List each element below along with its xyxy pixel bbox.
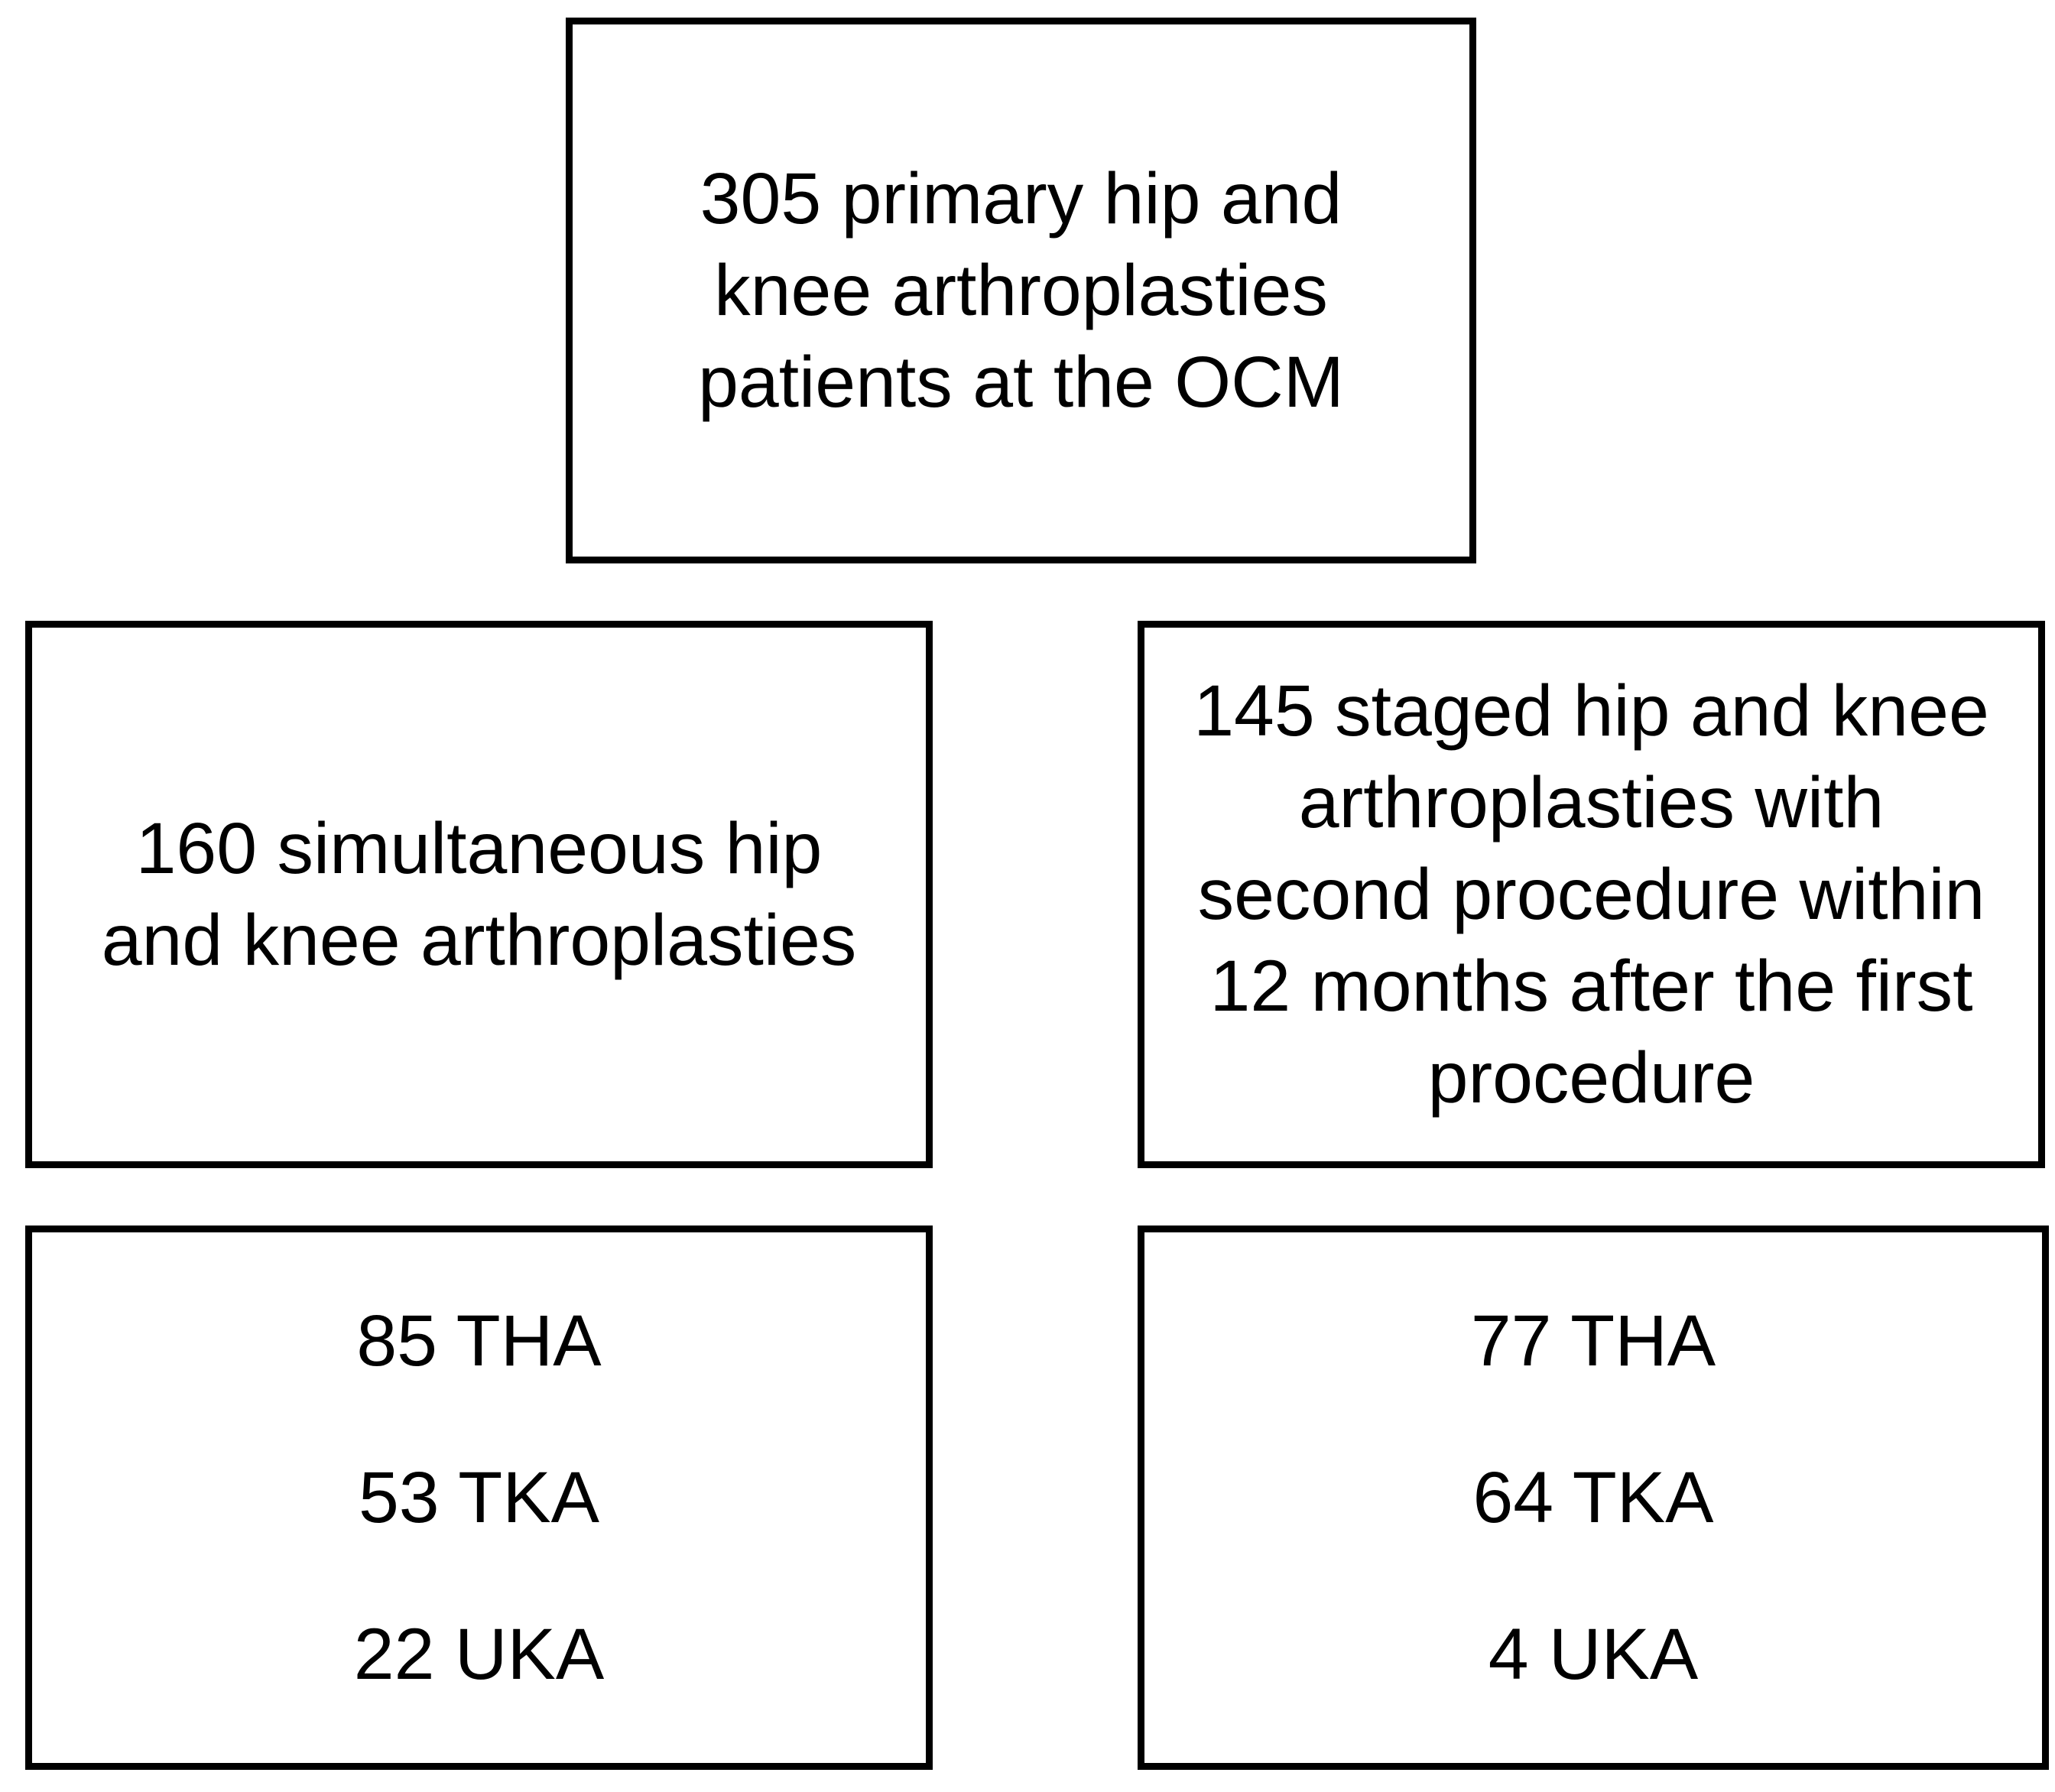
box-total-patients-text: 305 primary hip and knee arthroplasties …: [573, 153, 1469, 428]
count-tha: 77 THA: [1470, 1300, 1716, 1381]
count-uka: 22 UKA: [353, 1614, 605, 1695]
box-simultaneous-breakdown-text: 85 THA 53 TKA 22 UKA: [32, 1295, 926, 1700]
box-staged-arthroplasties: 145 staged hip and knee arthroplasties w…: [1138, 621, 2045, 1168]
text-line: arthroplasties with: [1298, 762, 1885, 843]
count-uka: 4 UKA: [1488, 1614, 1699, 1695]
text-line: 12 months after the first: [1209, 946, 1973, 1027]
box-simultaneous-arthroplasties: 160 simultaneous hip and knee arthroplas…: [25, 621, 933, 1168]
count-tka: 64 TKA: [1472, 1457, 1714, 1538]
count-tka: 53 TKA: [358, 1457, 600, 1538]
text-line: patients at the OCM: [698, 342, 1344, 423]
box-total-patients: 305 primary hip and knee arthroplasties …: [566, 18, 1476, 563]
text-line: 145 staged hip and knee: [1193, 670, 1989, 752]
text-line: knee arthroplasties: [714, 250, 1328, 331]
count-tha: 85 THA: [356, 1300, 602, 1381]
text-line: procedure: [1427, 1037, 1755, 1118]
text-line: and knee arthroplasties: [101, 900, 857, 981]
box-staged-breakdown-text: 77 THA 64 TKA 4 UKA: [1144, 1295, 2042, 1700]
box-simultaneous-breakdown: 85 THA 53 TKA 22 UKA: [25, 1226, 933, 1770]
text-line: second procedure within: [1197, 854, 1985, 935]
box-simultaneous-text: 160 simultaneous hip and knee arthroplas…: [32, 803, 926, 986]
box-staged-breakdown: 77 THA 64 TKA 4 UKA: [1138, 1226, 2049, 1770]
text-line: 305 primary hip and: [700, 158, 1342, 239]
text-line: 160 simultaneous hip: [135, 808, 823, 889]
box-staged-text: 145 staged hip and knee arthroplasties w…: [1144, 665, 2038, 1124]
